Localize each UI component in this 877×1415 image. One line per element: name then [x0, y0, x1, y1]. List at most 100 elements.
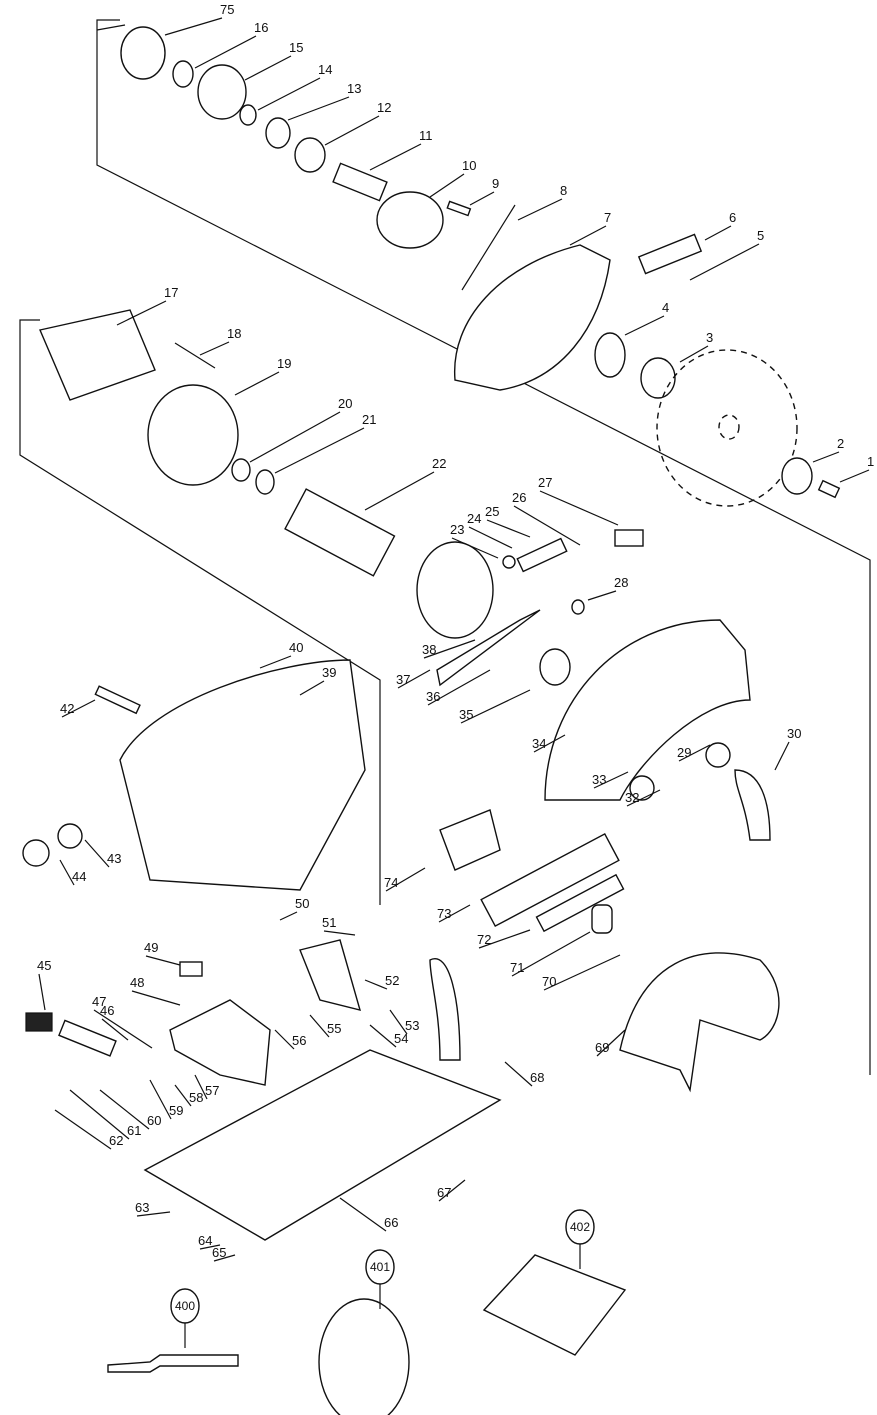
- callout-72: 72: [477, 929, 531, 949]
- callout-48: 48: [130, 975, 181, 1006]
- callout-38: 38: [422, 639, 476, 659]
- leader-line: [569, 225, 607, 246]
- brush-cap-part: [22, 839, 50, 867]
- leader-line: [174, 1084, 192, 1107]
- outer-flange-part: [781, 457, 813, 495]
- callout-number: 46: [100, 1003, 114, 1018]
- callout-number: 43: [107, 851, 121, 866]
- leader-line: [116, 300, 167, 326]
- leader-line: [274, 427, 365, 474]
- callout-number: 4: [662, 300, 669, 315]
- callout-24: 24: [467, 511, 513, 549]
- callout-number: 8: [560, 183, 567, 198]
- leader-line: [385, 867, 426, 892]
- gear-housing-part: [454, 244, 611, 391]
- callout-number: 40: [289, 640, 303, 655]
- callout-45: 45: [37, 958, 51, 1011]
- wing-bolt-part: [179, 961, 203, 977]
- callout-number: 16: [254, 20, 268, 35]
- callout-number: 26: [512, 490, 526, 505]
- grip-45-part: [25, 1012, 53, 1032]
- callout-2: 2: [812, 436, 844, 463]
- callout-58: 58: [174, 1084, 203, 1107]
- callout-6: 6: [704, 210, 736, 241]
- callout-number: 48: [130, 975, 144, 990]
- leader-line: [257, 77, 321, 111]
- leader-line: [299, 680, 325, 696]
- angle-guide-part: [169, 999, 271, 1086]
- callout-54: 54: [369, 1024, 408, 1048]
- leader-line: [38, 973, 46, 1011]
- callout-number: 23: [450, 522, 464, 537]
- leader-line: [438, 904, 471, 923]
- leader-line: [587, 590, 617, 601]
- callout-number: 3: [706, 330, 713, 345]
- callout-29: 29: [677, 744, 711, 762]
- callout-number: 58: [189, 1090, 203, 1105]
- o-ring-part: [120, 26, 166, 80]
- callout-8: 8: [517, 183, 567, 221]
- leader-line: [679, 345, 709, 363]
- callout-number: 44: [72, 869, 86, 884]
- callout-55: 55: [309, 1014, 341, 1038]
- leader-line: [624, 315, 665, 336]
- callout-69: 69: [595, 1029, 626, 1057]
- leader-line: [451, 537, 499, 559]
- callout-number: 69: [595, 1040, 609, 1055]
- leader-line: [517, 198, 563, 221]
- leader-line: [101, 1018, 129, 1041]
- screw-9-part: [446, 200, 472, 217]
- callout-28: 28: [587, 575, 628, 601]
- callout-number: 67: [437, 1185, 451, 1200]
- callout-number: 52: [385, 973, 399, 988]
- callout-27: 27: [538, 475, 619, 526]
- depth-guide-part: [429, 958, 461, 1061]
- callout-number: 32: [625, 790, 639, 805]
- callout-11: 11: [369, 128, 433, 171]
- leader-line: [199, 1244, 221, 1250]
- leader-line: [543, 954, 621, 991]
- callout-number: 45: [37, 958, 51, 973]
- frame-motor-group: [19, 319, 381, 905]
- blade-outline: [656, 349, 798, 507]
- callout-63: 63: [135, 1200, 171, 1217]
- baffle-plate-part: [147, 384, 239, 486]
- callout-16: 16: [194, 20, 268, 69]
- retaining-ring-4-part: [594, 332, 626, 378]
- callout-number: 54: [394, 1031, 408, 1046]
- leader-line: [839, 469, 870, 483]
- callout-number: 64: [198, 1233, 212, 1248]
- leader-line: [438, 1179, 466, 1202]
- callout-49: 49: [144, 940, 181, 966]
- leader-line: [69, 1089, 130, 1140]
- leader-line: [213, 1254, 236, 1262]
- callout-number: 66: [384, 1215, 398, 1230]
- callout-number: 51: [322, 915, 336, 930]
- callout-number: 24: [467, 511, 481, 526]
- leader-line: [678, 744, 711, 762]
- frame-tick: [96, 24, 126, 31]
- switch-part: [439, 809, 501, 871]
- callout-40: 40: [259, 640, 303, 669]
- callout-number: 15: [289, 40, 303, 55]
- leader-line: [469, 191, 495, 206]
- callout-number: 38: [422, 642, 436, 657]
- leader-line: [274, 1029, 295, 1050]
- callout-36: 36: [426, 669, 491, 706]
- callout-number: 75: [220, 2, 234, 17]
- callout-number: 27: [538, 475, 552, 490]
- leader-line: [486, 519, 531, 538]
- callout-64: 64: [198, 1233, 221, 1250]
- callout-number: 19: [277, 356, 291, 371]
- leader-line: [339, 1197, 387, 1232]
- parts-layer: [22, 26, 841, 1415]
- callout-number: 36: [426, 689, 440, 704]
- callout-number: 74: [384, 875, 398, 890]
- callout-number: 18: [227, 326, 241, 341]
- leader-line: [812, 451, 840, 463]
- leader-line: [136, 1211, 171, 1217]
- accessory-callout-400: 400: [170, 1288, 200, 1348]
- callout-number: 28: [614, 575, 628, 590]
- group-frames: [19, 19, 871, 1075]
- leader-line: [593, 771, 629, 789]
